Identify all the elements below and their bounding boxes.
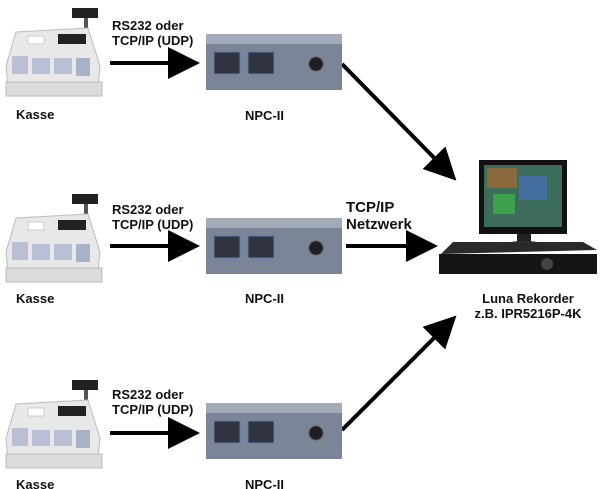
register-label: Kasse bbox=[16, 477, 55, 489]
register-label: Kasse bbox=[16, 107, 55, 122]
link-label-line1: RS232 oder bbox=[112, 202, 184, 217]
cash-register-icon bbox=[5, 8, 103, 97]
link-label-line2: TCP/IP (UDP) bbox=[112, 33, 194, 48]
link-label: RS232 oder TCP/IP (UDP) bbox=[112, 202, 193, 232]
cash-register-icon bbox=[5, 194, 103, 283]
cash-register-icon bbox=[5, 380, 103, 469]
link-label: RS232 oder TCP/IP (UDP) bbox=[112, 387, 193, 417]
register-label: Kasse bbox=[16, 291, 55, 306]
npc-label: NPC-II bbox=[245, 108, 284, 123]
arrow-npc1-to-recorder bbox=[340, 62, 457, 181]
npc-device-icon bbox=[206, 218, 342, 274]
network-label-line1: TCP/IP bbox=[346, 199, 395, 216]
network-label-line2: Netzwerk bbox=[346, 216, 412, 233]
link-label-line1: RS232 oder bbox=[112, 18, 184, 33]
link-label-line2: TCP/IP (UDP) bbox=[112, 402, 194, 417]
recorder-with-monitor-icon bbox=[439, 160, 597, 274]
recorder-label-line1: Luna Rekorder bbox=[482, 291, 574, 306]
npc-device-icon bbox=[206, 403, 342, 459]
npc-label: NPC-II bbox=[245, 477, 284, 489]
link-label: RS232 oder TCP/IP (UDP) bbox=[112, 18, 193, 48]
npc-label: NPC-II bbox=[245, 291, 284, 306]
npc-device-icon bbox=[206, 34, 342, 90]
arrow-npc3-to-recorder bbox=[340, 315, 457, 432]
link-label-line1: RS232 oder bbox=[112, 387, 184, 402]
network-label: TCP/IP Netzwerk bbox=[346, 199, 412, 233]
link-label-line2: TCP/IP (UDP) bbox=[112, 217, 194, 232]
recorder-label-line2: z.B. IPR5216P-4K bbox=[474, 306, 582, 321]
recorder-label: Luna Rekorder z.B. IPR5216P-4K bbox=[468, 291, 588, 321]
